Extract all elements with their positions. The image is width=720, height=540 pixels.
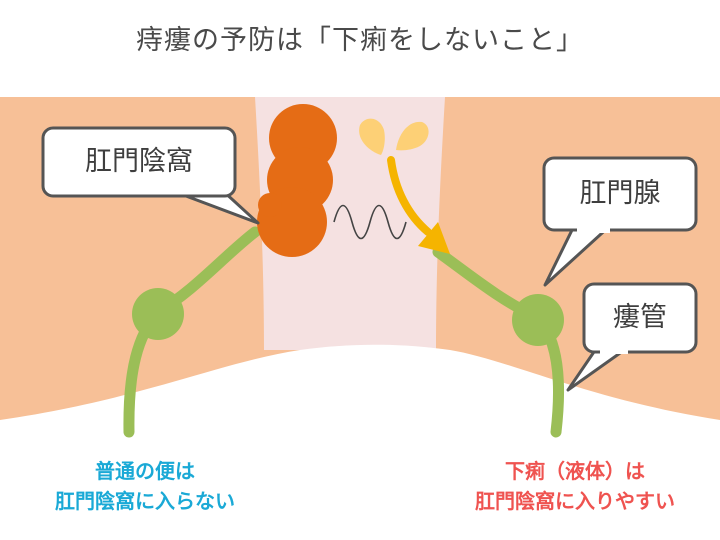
callout-fistula — [566, 282, 698, 392]
liquid-droplets — [359, 118, 429, 155]
left-anal-gland — [132, 288, 184, 340]
caption-diarrhea: 下痢（液体）は 肛門陰窩に入りやすい — [440, 456, 710, 516]
flow-arrow — [387, 156, 432, 236]
callout-anal-crypt — [41, 126, 260, 225]
bottom-white-fill — [0, 440, 720, 540]
label-fistula: 瘻管 — [613, 302, 667, 333]
caption-normal-line1: 普通の便は — [95, 459, 195, 483]
flow-arrow-head — [418, 222, 450, 254]
right-anal-gland — [512, 294, 564, 346]
stool — [257, 104, 337, 257]
lower-white-area — [0, 344, 720, 450]
label-anal-crypt: 肛門陰窩 — [85, 146, 193, 177]
caption-normal-stool: 普通の便は 肛門陰窩に入らない — [20, 456, 270, 516]
caption-normal-line2: 肛門陰窩に入らない — [55, 489, 235, 513]
callout-anal-gland — [542, 156, 698, 287]
caption-diarrhea-line1: 下痢（液体）は — [505, 459, 645, 483]
label-anal-gland: 肛門腺 — [579, 178, 661, 209]
wave-line — [333, 204, 407, 240]
caption-diarrhea-line2: 肛門陰窩に入りやすい — [475, 489, 675, 513]
page-title: 痔瘻の予防は「下痢をしないこと」 — [136, 25, 584, 56]
